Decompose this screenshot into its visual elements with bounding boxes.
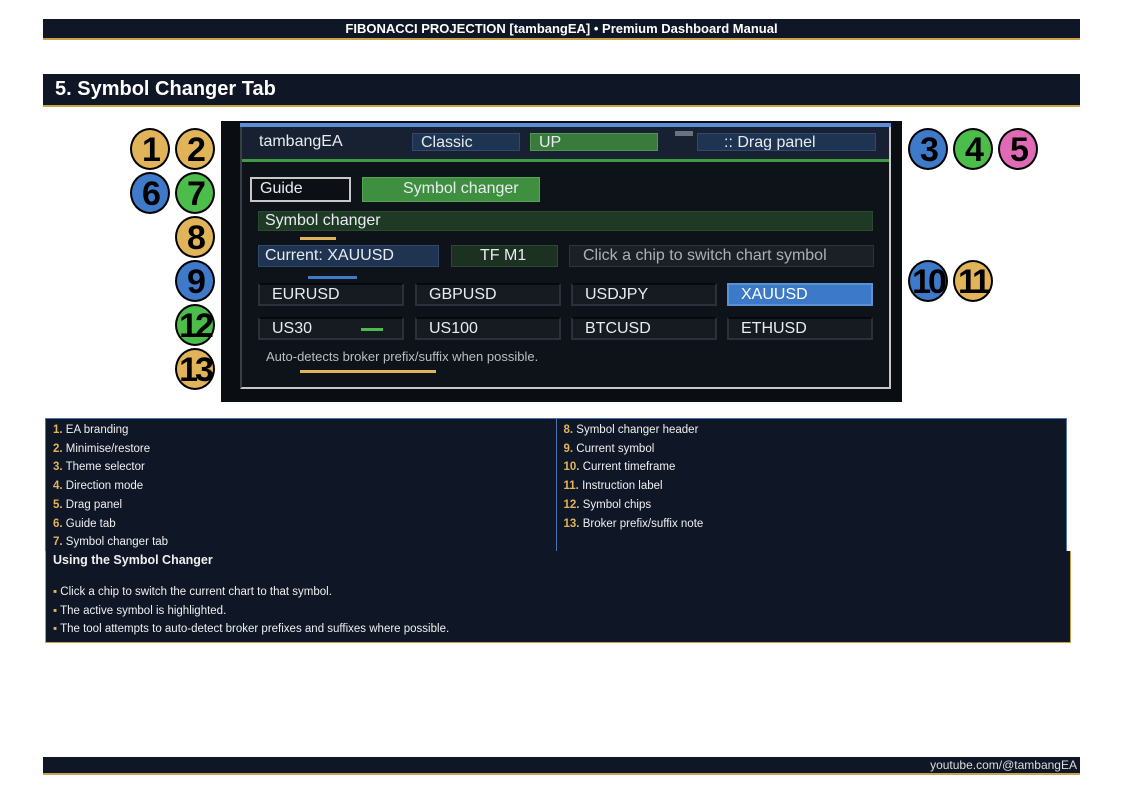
symbol-chip[interactable]: BTCUSD	[571, 317, 717, 340]
bullet-icon: ▪	[53, 604, 58, 617]
tab-guide[interactable]: Guide	[250, 177, 351, 202]
legend-text: Current symbol	[576, 442, 655, 455]
legend-item: 6. Guide tab	[53, 515, 549, 534]
dashboard-screenshot: tambangEA Classic UP :: Drag panel Guide…	[221, 121, 902, 402]
minimise-icon[interactable]	[675, 131, 693, 136]
legend-text: EA branding	[65, 424, 129, 436]
legend-number: 3.	[53, 461, 63, 474]
legend-number: 2.	[53, 442, 63, 455]
document-header: FIBONACCI PROJECTION [tambangEA] • Premi…	[43, 19, 1080, 40]
note-text: The active symbol is highlighted.	[60, 604, 227, 617]
callout-line	[361, 328, 383, 331]
legend-item: 5. Drag panel	[53, 496, 549, 515]
drag-panel-handle[interactable]: :: Drag panel	[697, 133, 876, 151]
notes-list: ▪ Click a chip to switch the current cha…	[53, 583, 1063, 639]
legend-text: Symbol changer header	[576, 424, 699, 436]
callout-badge-3: 3	[908, 128, 948, 170]
legend-item: 11. Instruction label	[564, 477, 1060, 496]
legend-number: 10.	[563, 461, 580, 474]
note-text: The tool attempts to auto-detect broker …	[60, 623, 450, 636]
legend-item: 10. Current timeframe	[564, 458, 1060, 477]
symbol-chip[interactable]: USDJPY	[571, 283, 717, 306]
legend-item: 9. Current symbol	[564, 440, 1060, 459]
legend-text: Guide tab	[65, 517, 116, 530]
callout-badge-11: 11	[953, 260, 993, 302]
callout-badge-4: 4	[953, 128, 993, 170]
legend-number: 12.	[563, 498, 580, 511]
callout-line	[300, 370, 436, 373]
legend-number: 6.	[53, 517, 63, 530]
legend-item: 8. Symbol changer header	[564, 421, 1060, 440]
bullet-icon: ▪	[53, 623, 58, 636]
symbol-chip[interactable]: ETHUSD	[727, 317, 873, 340]
callout-badge-5: 5	[998, 128, 1038, 170]
legend-text: Minimise/restore	[65, 442, 151, 455]
legend-item: 12. Symbol chips	[564, 496, 1060, 515]
current-symbol: Current: XAUUSD	[258, 245, 439, 267]
legend-number: 13.	[563, 517, 580, 530]
usage-notes: Using the Symbol Changer ▪ Click a chip …	[45, 551, 1071, 643]
legend-number: 4.	[53, 480, 63, 493]
symbol-changer-header: Symbol changer	[258, 211, 873, 231]
theme-selector[interactable]: Classic	[412, 133, 520, 151]
callout-line	[300, 237, 336, 240]
legend-item: 2. Minimise/restore	[53, 440, 549, 459]
legend-text: Symbol chips	[582, 498, 652, 511]
callout-badge-2: 2	[175, 128, 215, 170]
callout-badge-7: 7	[175, 172, 215, 214]
symbol-chip[interactable]: GBPUSD	[415, 283, 561, 306]
notes-title: Using the Symbol Changer	[53, 553, 213, 567]
brand-label: tambangEA	[259, 133, 343, 150]
note-text: Click a chip to switch the current chart…	[60, 586, 332, 598]
header-accent-line	[240, 123, 891, 127]
legend-item: 1. EA branding	[53, 421, 549, 440]
legend-number: 5.	[53, 498, 63, 511]
legend-text: Broker prefix/suffix note	[582, 517, 704, 530]
legend-item: 13. Broker prefix/suffix note	[564, 515, 1060, 534]
broker-note: Auto-detects broker prefix/suffix when p…	[266, 349, 539, 364]
footer: youtube.com/@tambangEA	[43, 757, 1080, 775]
callout-badge-6: 6	[130, 172, 170, 214]
legend-text: Theme selector	[65, 461, 145, 474]
header-divider	[242, 159, 889, 162]
callout-badge-10: 10	[908, 260, 948, 302]
callout-badge-9: 9	[175, 260, 215, 302]
legend-text: Drag panel	[65, 498, 123, 511]
note-item: ▪ The active symbol is highlighted.	[53, 602, 1063, 621]
direction-mode-button[interactable]: UP	[530, 133, 658, 151]
legend-number: 7.	[53, 536, 63, 549]
legend-item: 4. Direction mode	[53, 477, 549, 496]
note-item: ▪ Click a chip to switch the current cha…	[53, 583, 1063, 602]
legend-number: 9.	[563, 442, 574, 455]
callout-line	[308, 276, 357, 279]
legend-text: Symbol changer tab	[65, 536, 169, 549]
instruction-label: Click a chip to switch chart symbol	[569, 245, 874, 267]
legend-text: Current timeframe	[582, 461, 676, 474]
legend-text: Instruction label	[582, 480, 663, 493]
current-timeframe: TF M1	[451, 245, 558, 267]
legend-item: 7. Symbol changer tab	[53, 533, 549, 552]
note-item: ▪ The tool attempts to auto-detect broke…	[53, 620, 1063, 639]
symbol-chip[interactable]: EURUSD	[258, 283, 404, 306]
callout-badge-13: 13	[175, 348, 215, 390]
callout-badge-1: 1	[130, 128, 170, 170]
legend-number: 8.	[563, 424, 574, 436]
symbol-chip[interactable]: US100	[415, 317, 561, 340]
callout-badge-12: 12	[175, 304, 215, 346]
legend-number: 11.	[563, 480, 579, 493]
section-title: 5. Symbol Changer Tab	[43, 74, 1080, 107]
callout-badge-8: 8	[175, 216, 215, 258]
symbol-chip[interactable]: US30	[258, 317, 404, 340]
legend-item: 3. Theme selector	[53, 458, 549, 477]
legend-number: 1.	[53, 424, 63, 436]
tab-symbol-changer[interactable]: Symbol changer	[362, 177, 540, 202]
legend-text: Direction mode	[65, 480, 144, 493]
bullet-icon: ▪	[53, 586, 58, 598]
symbol-chip-active[interactable]: XAUUSD	[727, 283, 873, 306]
